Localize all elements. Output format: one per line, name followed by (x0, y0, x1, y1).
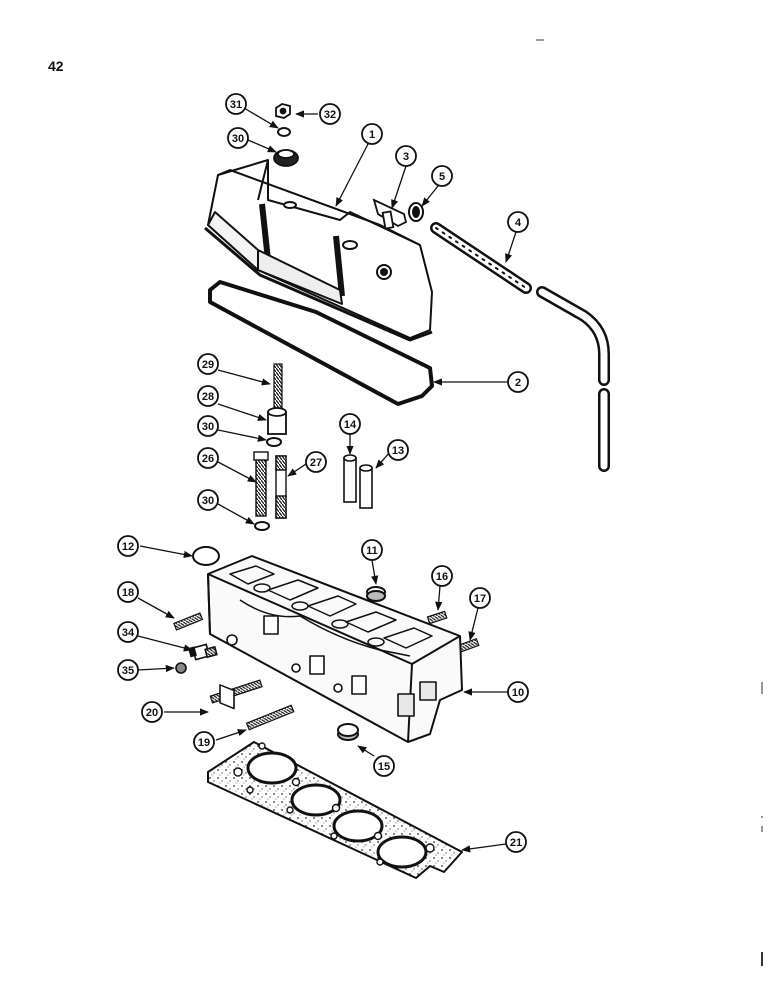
svg-text:20: 20 (146, 707, 158, 719)
callout-10: 10 (507, 681, 529, 703)
plug (175, 662, 187, 674)
nut-30-lower (254, 521, 270, 531)
callout-16: 16 (431, 565, 453, 587)
callout-35: 35 (117, 659, 139, 681)
svg-text:31: 31 (230, 99, 242, 111)
callout-3: 3 (395, 145, 417, 167)
temperature-sender (188, 643, 218, 661)
stud-20 (209, 679, 263, 704)
svg-text:16: 16 (436, 571, 448, 583)
breather-hose (430, 222, 610, 472)
callout-27: 27 (305, 451, 327, 473)
valve-cover (204, 159, 433, 342)
cover-gasket (208, 280, 434, 406)
svg-text:1: 1 (369, 129, 375, 141)
valve-guide-14 (343, 454, 357, 503)
valve-seat-insert-11 (366, 586, 386, 602)
callout-11: 11 (361, 539, 383, 561)
svg-text:10: 10 (512, 687, 524, 699)
callout-14: 14 (339, 413, 361, 435)
breather-tee (372, 198, 408, 230)
sealing-washer (277, 127, 291, 137)
cover-nut (275, 103, 291, 119)
callout-20: 20 (141, 701, 163, 723)
callout-21: 21 (505, 831, 527, 853)
svg-text:14: 14 (344, 419, 357, 431)
grommet (273, 149, 299, 167)
callout-bubbles: 31 32 30 1 3 5 4 2 29 28 30 26 27 30 14 … (117, 93, 529, 853)
svg-text:34: 34 (122, 627, 135, 639)
svg-text:15: 15 (378, 761, 390, 773)
page-number: 42 (48, 58, 64, 74)
svg-text:35: 35 (122, 665, 134, 677)
callout-32: 31 (225, 93, 247, 115)
callout-17: 17 (469, 587, 491, 609)
svg-text:30: 30 (232, 133, 244, 145)
head-gasket (207, 741, 463, 879)
svg-text:4: 4 (515, 217, 522, 229)
scan-marks (536, 39, 763, 966)
svg-text:28: 28 (202, 391, 214, 403)
callout-2: 2 (507, 371, 529, 393)
callout-1: 1 (361, 123, 383, 145)
valve-seat-insert-15 (337, 723, 359, 741)
callout-12: 12 (117, 535, 139, 557)
svg-text:18: 18 (122, 587, 134, 599)
svg-text:5: 5 (439, 171, 445, 183)
callout-4: 4 (507, 211, 529, 233)
svg-text:32: 32 (324, 109, 336, 121)
spacer-28 (267, 407, 287, 435)
cylinder-head (207, 555, 463, 743)
callout-34: 34 (117, 621, 139, 643)
callout-30-lower: 30 (197, 489, 219, 511)
svg-text:30: 30 (202, 421, 214, 433)
callout-29: 29 (197, 353, 219, 375)
hose-clamp (408, 202, 424, 222)
svg-text:27: 27 (310, 457, 322, 469)
svg-text:17: 17 (474, 593, 486, 605)
svg-text:11: 11 (366, 545, 378, 557)
nut-30-upper (266, 437, 282, 447)
callout-5: 5 (431, 165, 453, 187)
callout-19: 19 (193, 731, 215, 753)
bolt-26 (253, 451, 269, 517)
callout-33: 32 (319, 103, 341, 125)
callout-31: 30 (227, 127, 249, 149)
svg-text:30: 30 (202, 495, 214, 507)
svg-text:12: 12 (122, 541, 134, 553)
o-ring (192, 546, 220, 566)
callout-13: 13 (387, 439, 409, 461)
callout-18: 18 (117, 581, 139, 603)
stud-18 (173, 612, 204, 631)
callout-15: 15 (373, 755, 395, 777)
svg-text:21: 21 (510, 837, 522, 849)
svg-text:3: 3 (403, 151, 409, 163)
svg-text:13: 13 (392, 445, 404, 457)
stud-19 (245, 704, 295, 731)
svg-text:2: 2 (515, 377, 521, 389)
svg-text:19: 19 (198, 737, 210, 749)
stud-29 (273, 363, 283, 409)
stud-27 (275, 455, 287, 519)
leader-lines (137, 107, 517, 853)
dowel-16 (426, 610, 448, 625)
callout-28: 28 (197, 385, 219, 407)
callout-30-upper: 30 (197, 415, 219, 437)
svg-text:26: 26 (202, 453, 214, 465)
callout-26: 26 (197, 447, 219, 469)
valve-guide-13 (359, 464, 373, 509)
svg-text:29: 29 (202, 359, 214, 371)
